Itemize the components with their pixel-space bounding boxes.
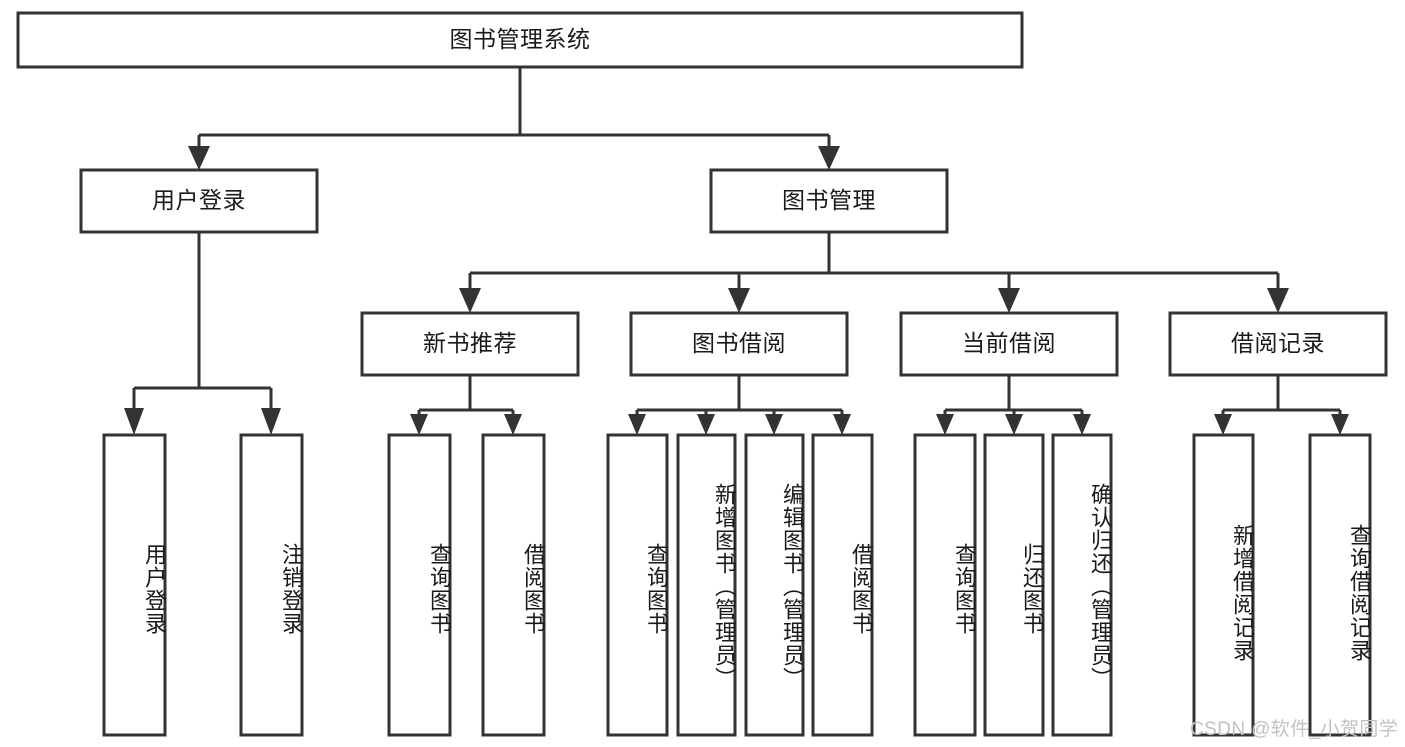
- node-box-book-borrow[interactable]: [629, 311, 849, 377]
- node-box-user-login[interactable]: [79, 168, 319, 234]
- node-box-leaf-query-borrow-record[interactable]: [1308, 433, 1372, 737]
- connector-userlogin-to-leaves: [124, 232, 281, 435]
- connector-bookborrow-to-leaves: [628, 375, 851, 435]
- node-box-leaf-user-login[interactable]: [102, 433, 167, 737]
- connector-root-to-level2: [188, 67, 840, 170]
- node-box-leaf-borrow-book[interactable]: [811, 433, 874, 737]
- connector-currentborrow-to-leaves: [936, 375, 1091, 435]
- connector-bookmgmt-to-level3: [459, 232, 1289, 313]
- node-box-leaf-return-book[interactable]: [983, 433, 1045, 737]
- node-box-leaf-add-book-admin[interactable]: [676, 433, 737, 737]
- csdn-watermark: CSDN @软件_小贺同学: [1190, 719, 1399, 740]
- node-box-leaf-add-borrow-record[interactable]: [1192, 433, 1255, 737]
- node-box-leaf-borrow-book-rec[interactable]: [481, 433, 546, 737]
- node-box-borrow-record[interactable]: [1168, 311, 1388, 377]
- node-box-new-book-recommend[interactable]: [360, 311, 580, 377]
- node-box-leaf-query-book-rec[interactable]: [387, 433, 452, 737]
- node-box-leaf-logout[interactable]: [239, 433, 304, 737]
- node-box-leaf-query-book-current[interactable]: [913, 433, 977, 737]
- connector-borrowrecord-to-leaves: [1214, 375, 1349, 435]
- node-box-root[interactable]: [16, 11, 1024, 69]
- node-box-current-borrow[interactable]: [899, 311, 1119, 377]
- connector-newbook-to-leaves: [410, 375, 522, 435]
- node-box-leaf-confirm-return-admin[interactable]: [1051, 433, 1113, 737]
- node-box-leaf-edit-book-admin[interactable]: [744, 433, 805, 737]
- node-box-leaf-query-book-borrow[interactable]: [606, 433, 669, 737]
- node-box-book-management[interactable]: [709, 168, 949, 234]
